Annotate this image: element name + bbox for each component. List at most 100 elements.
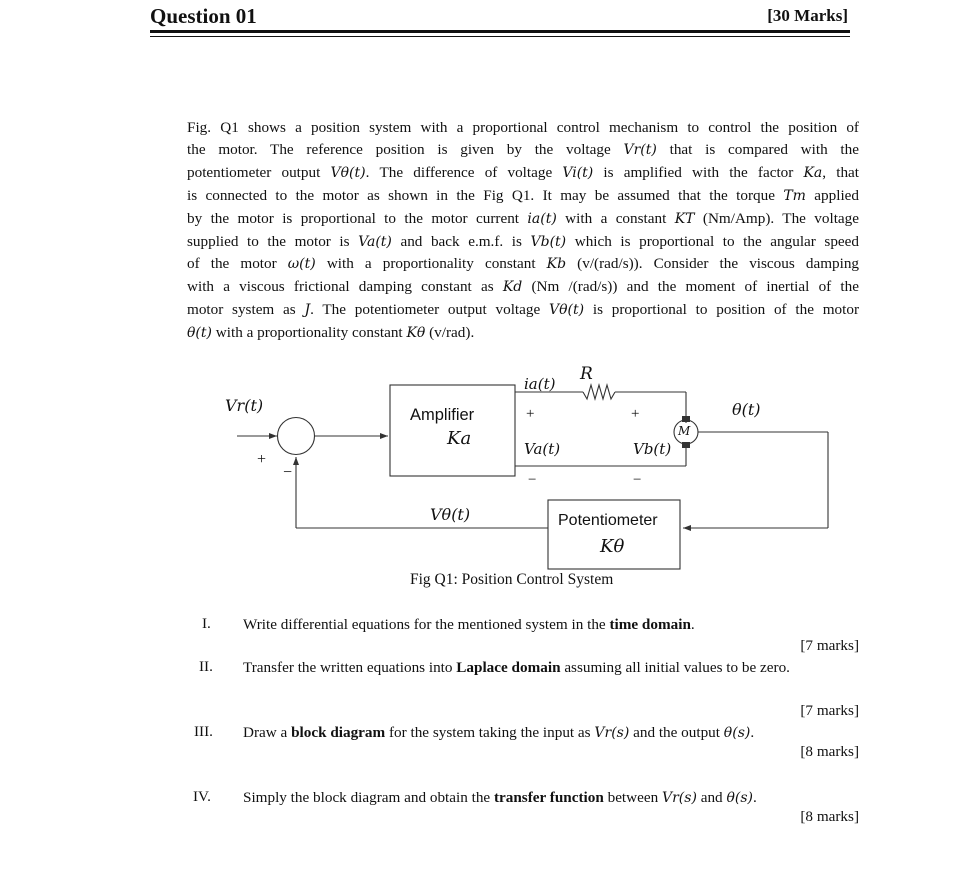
- text-run: .: [750, 724, 755, 741]
- text-run: between: [603, 789, 662, 806]
- text-run: is proportional to position of the motor: [584, 301, 860, 319]
- text-run: with a proportionality constant: [211, 324, 407, 342]
- bold-term: time domain: [609, 616, 691, 633]
- math-symbol: Kd: [502, 279, 523, 296]
- text-run: Simply the block diagram and obtain the: [243, 789, 494, 806]
- text-run: and back e.m.f. is: [391, 232, 531, 250]
- text-run: with a constant: [556, 209, 675, 227]
- paragraph-line: by the motor is proportional to the moto…: [187, 208, 859, 231]
- text-run: . The difference of voltage: [365, 163, 563, 181]
- question-number: II.: [199, 658, 213, 675]
- amplifier-gain: Ka: [447, 428, 472, 449]
- text-run: Draw a: [243, 724, 292, 741]
- motor-label: M: [678, 424, 691, 438]
- text-run: .: [753, 789, 757, 806]
- text-run: . The potentiometer output voltage: [310, 301, 549, 319]
- paragraph-line: motor system as J. The potentiometer out…: [187, 299, 859, 322]
- current-label: ia(t): [524, 375, 556, 393]
- math-symbol: ia(t): [527, 210, 557, 227]
- text-run: .: [690, 616, 695, 633]
- plus-sign-vb: +: [631, 406, 640, 422]
- paragraph-line: potentiometer output Vθ(t). The differen…: [187, 162, 859, 185]
- text-run: (Nm /(rad/s)) and the moment of inertial…: [522, 278, 859, 296]
- question-marks: [7 marks]: [800, 702, 859, 719]
- bold-term: transfer function: [493, 789, 604, 806]
- plus-sign-va: +: [526, 406, 535, 422]
- potentiometer-title: Potentiometer: [558, 512, 658, 529]
- text-run: by the motor is proportional to the moto…: [187, 209, 528, 227]
- summing-junction: [276, 416, 316, 456]
- question-title: Question 01: [150, 4, 257, 28]
- text-run: assuming all initial values to be zero.: [560, 659, 790, 676]
- header-rule-thin: [150, 36, 850, 37]
- total-marks: [30 Marks]: [767, 6, 848, 25]
- math-symbol: J: [304, 302, 311, 319]
- text-run: for the system taking the input as: [385, 724, 595, 741]
- bold-term: block diagram: [291, 724, 386, 741]
- motor-brush-top: [682, 416, 690, 422]
- vtheta-label: Vθ(t): [430, 505, 471, 524]
- text-run: which is proportional to the angular spe…: [566, 232, 860, 250]
- question-text: Draw a block diagram for the system taki…: [243, 722, 859, 744]
- plus-sign-input: +: [257, 451, 267, 468]
- math-symbol: Kθ: [406, 325, 426, 342]
- paragraph-line: supplied to the motor is Va(t) and back …: [187, 231, 859, 254]
- va-label: Va(t): [524, 440, 561, 458]
- text-run: Fig. Q1 shows a position system with a p…: [187, 119, 859, 136]
- question-number: III.: [194, 723, 213, 740]
- header-rule-thick: [150, 30, 850, 33]
- math-symbol: KT: [674, 210, 695, 227]
- motor-brush-bottom: [682, 442, 690, 448]
- math-symbol: θ(s): [723, 725, 751, 741]
- bold-term: Laplace domain: [456, 659, 561, 676]
- paragraph-line: Fig. Q1 shows a position system with a p…: [187, 117, 859, 139]
- figure-caption: Fig Q1: Position Control System: [410, 571, 614, 588]
- math-symbol: Ka: [803, 164, 823, 181]
- math-symbol: Va(t): [358, 233, 392, 250]
- text-run: Transfer the written equations into: [243, 659, 457, 676]
- math-symbol: Kb: [546, 256, 567, 273]
- paragraph-line: is connected to the motor as shown in th…: [187, 185, 859, 208]
- math-symbol: Vr(t): [623, 141, 657, 158]
- text-run: Write differential equations for the men…: [243, 616, 610, 633]
- math-symbol: Vb(t): [530, 233, 567, 250]
- theta-output-label: θ(t): [732, 400, 761, 419]
- question-number: IV.: [193, 788, 211, 805]
- resistor-label: R: [580, 364, 593, 384]
- math-symbol: Vr(s): [662, 790, 697, 806]
- text-run: the motor. The reference position is giv…: [187, 140, 624, 158]
- text-run: potentiometer output: [187, 163, 331, 181]
- text-run: with a viscous frictional damping consta…: [187, 278, 503, 296]
- text-run: , that: [822, 163, 860, 181]
- text-run: is amplified with the factor: [593, 163, 804, 181]
- minus-sign-feedback: −: [283, 464, 293, 481]
- math-symbol: ω(t): [287, 256, 316, 273]
- math-symbol: Vi(t): [562, 164, 594, 181]
- paragraph-line: the motor. The reference position is giv…: [187, 139, 859, 162]
- math-symbol: θ(t): [187, 325, 212, 342]
- potentiometer-block: [547, 499, 681, 570]
- text-run: that is compared with the: [656, 140, 859, 158]
- reference-voltage-label: Vr(t): [225, 396, 264, 415]
- minus-sign-va: −: [528, 472, 537, 488]
- problem-description: Fig. Q1 shows a position system with a p…: [187, 117, 859, 345]
- math-symbol: Vθ(t): [330, 164, 366, 181]
- text-run: of the motor: [187, 255, 288, 273]
- paragraph-line: of the motor ω(t) with a proportionality…: [187, 253, 859, 276]
- question-text: Simply the block diagram and obtain the …: [243, 787, 859, 809]
- resistor: [582, 382, 616, 402]
- text-run: with a proportionality constant: [315, 255, 547, 273]
- question-number: I.: [202, 615, 211, 632]
- vb-label: Vb(t): [633, 440, 672, 458]
- potentiometer-gain: Kθ: [600, 536, 625, 557]
- text-run: and the output: [629, 724, 724, 741]
- text-run: (Nm/Amp). The voltage: [694, 209, 859, 227]
- text-run: is connected to the motor as shown in th…: [187, 186, 784, 204]
- amplifier-title: Amplifier: [410, 406, 475, 424]
- text-run: supplied to the motor is: [187, 232, 359, 250]
- text-run: and: [696, 789, 727, 806]
- text-run: (v/rad).: [425, 324, 475, 342]
- text-run: applied: [805, 186, 860, 204]
- math-symbol: Vr(s): [594, 725, 630, 741]
- question-marks: [7 marks]: [800, 637, 859, 654]
